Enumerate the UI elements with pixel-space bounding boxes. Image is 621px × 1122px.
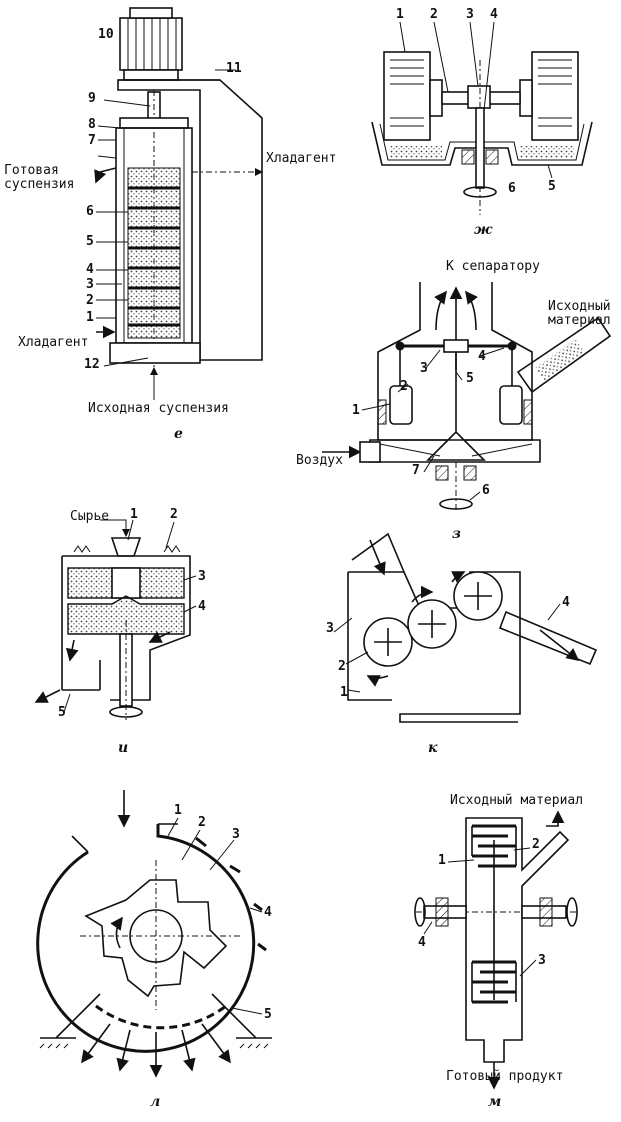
callout-4: 4 (198, 599, 206, 614)
callout-7: 7 (88, 133, 96, 148)
callout-3: 3 (232, 827, 240, 842)
callout-12: 12 (84, 357, 100, 372)
callout-2: 2 (532, 837, 540, 852)
callout-6: 6 (482, 483, 490, 498)
callout-3: 3 (420, 361, 428, 376)
callout-1: 1 (174, 803, 182, 818)
callout-2: 2 (170, 507, 178, 522)
callout-1: 1 (396, 7, 404, 22)
callout-7: 7 (412, 463, 420, 478)
callout-1: 1 (86, 310, 94, 325)
callout-1: 1 (438, 853, 446, 868)
callout-5: 5 (466, 371, 474, 386)
callout-3: 3 (198, 569, 206, 584)
callout-1: 1 (130, 507, 138, 522)
callout-5: 5 (548, 179, 556, 194)
panel-m-drawing (414, 810, 578, 1090)
label-ready-product: Готовый продукт (446, 1069, 564, 1084)
callout-4: 4 (86, 262, 94, 277)
callout-3: 3 (326, 621, 334, 636)
panel-i-drawing (34, 519, 197, 720)
label-ready-suspension: Готовая суспензия (4, 163, 75, 192)
callout-6: 6 (86, 204, 94, 219)
panel-l-drawing (36, 790, 272, 1078)
caption-z: з (452, 526, 461, 542)
callout-2: 2 (430, 7, 438, 22)
callout-11: 11 (226, 61, 242, 76)
callout-8: 8 (88, 117, 96, 132)
callout-5: 5 (264, 1007, 272, 1022)
callout-4: 4 (490, 7, 498, 22)
callout-5: 5 (86, 234, 94, 249)
panel-k-drawing (333, 532, 598, 723)
panel-z-drawing (322, 282, 612, 512)
callout-2: 2 (86, 293, 94, 308)
callout-4: 4 (418, 935, 426, 950)
callout-1: 1 (340, 685, 348, 700)
callout-5: 5 (58, 705, 66, 720)
caption-i: и (118, 740, 129, 756)
callout-1: 1 (352, 403, 360, 418)
callout-3: 3 (538, 953, 546, 968)
caption-k: к (428, 740, 438, 756)
callout-2: 2 (400, 379, 408, 394)
label-raw: Сырье (70, 509, 110, 524)
callout-4: 4 (264, 905, 272, 920)
label-source-material: Исходный материал (548, 299, 611, 328)
caption-l: л (150, 1094, 161, 1110)
label-air: Воздух (296, 453, 343, 468)
label-source-material: Исходный материал (450, 793, 584, 808)
label-coolant-right: Хладагент (266, 151, 337, 166)
panel-e-drawing (94, 7, 263, 400)
callout-2: 2 (338, 659, 346, 674)
label-coolant-left: Хладагент (18, 335, 89, 350)
callout-3: 3 (466, 7, 474, 22)
callout-9: 9 (88, 91, 96, 106)
label-to-separator: К сепаратору (446, 259, 540, 274)
callout-4: 4 (562, 595, 570, 610)
caption-zh: ж (474, 222, 493, 238)
callout-10: 10 (98, 27, 114, 42)
caption-e: е (174, 426, 183, 442)
caption-m: м (488, 1094, 502, 1110)
callout-2: 2 (198, 815, 206, 830)
callout-3: 3 (86, 277, 94, 292)
callout-4: 4 (478, 349, 486, 364)
panel-zh-drawing (371, 21, 593, 215)
label-source-suspension: Исходная суспензия (88, 401, 229, 416)
callout-6: 6 (508, 181, 516, 196)
